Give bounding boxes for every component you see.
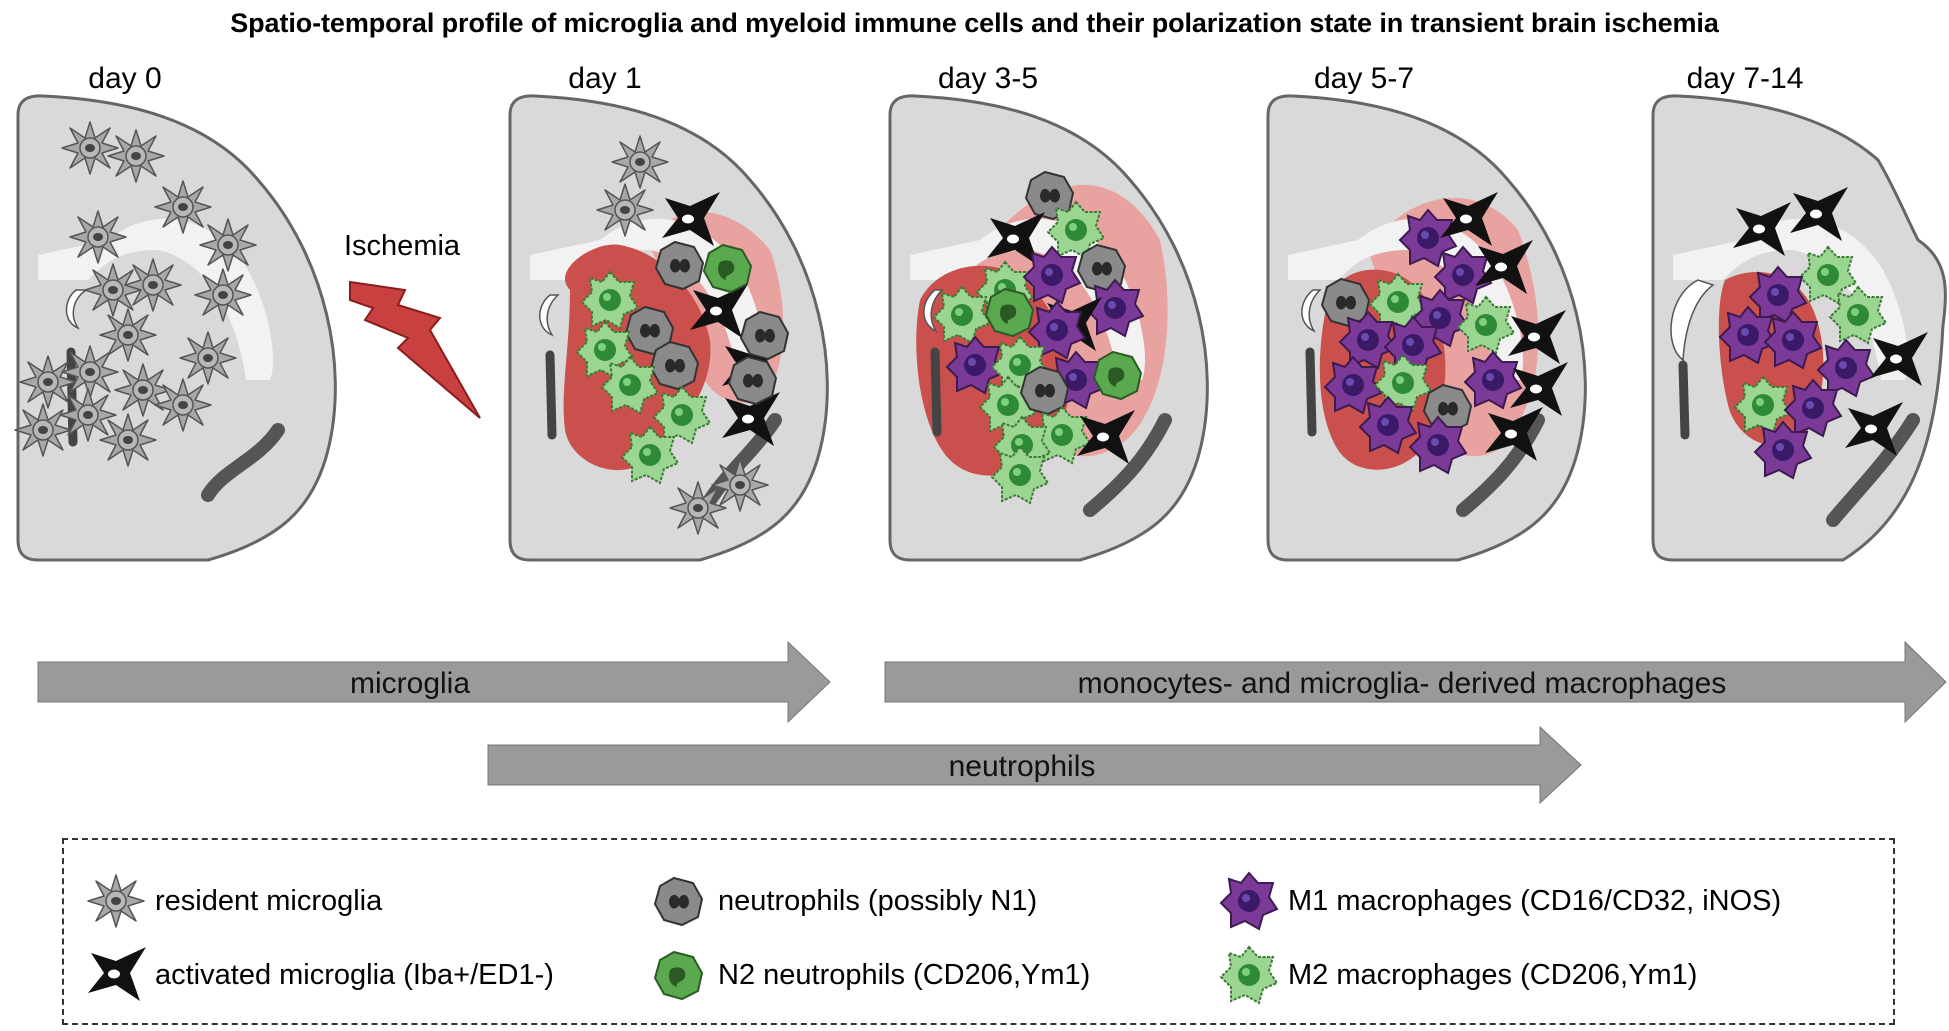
brain-section-day-5-7 [1266,94,1587,562]
ischemia-label: Ischemia [344,230,461,262]
brain-section-day-1 [508,94,829,562]
legend-label-n2-neutrophils: N2 neutrophils (CD206,Ym1) [718,958,1091,991]
legend-neutrophils-n1: neutrophils (possibly N1) [648,870,1037,932]
arrow-neutrophils: neutrophils [487,725,1582,805]
legend-resident-microglia: resident microglia [85,870,382,932]
brain-section-day-7-14 [1651,94,1947,562]
stage-label-day-1: day 1 [568,62,642,95]
ischemia-lightning-icon [349,280,481,419]
neutrophil-n1-icon [654,877,703,926]
arrow-microglia: microglia [37,640,831,724]
legend-label-activated-microglia: activated microglia (Iba+/ED1-) [155,958,554,991]
stage-label-day-3-5: day 3-5 [937,62,1039,95]
legend-activated-microglia: activated microglia (Iba+/ED1-) [85,944,554,1006]
arrow-label-neutrophils: neutrophils [949,750,1096,783]
legend-label-neutrophils-n1: neutrophils (possibly N1) [718,884,1038,917]
arrow-label-macrophages: monocytes- and microglia- derived macrop… [1078,667,1727,700]
arrow-macrophages: monocytes- and microglia- derived macrop… [884,640,1947,724]
legend-label-resident-microglia: resident microglia [155,884,383,917]
stage-label-day-0: day 0 [88,62,162,95]
legend-box [62,838,1895,1025]
stage-label-day-5-7: day 5-7 [1313,62,1415,95]
brain-section-day-0 [14,94,337,562]
figure-title: Spatio-temporal profile of microglia and… [230,8,1719,38]
legend-m2-macrophages: M2 macrophages (CD206,Ym1) [1218,944,1697,1006]
legend-n2-neutrophils: N2 neutrophils (CD206,Ym1) [648,944,1090,1006]
arrow-label-microglia: microglia [350,667,470,700]
resident-microglia-icon [87,874,145,928]
neutrophil-n2-icon [654,951,703,1000]
m2-macrophage-icon [1220,946,1278,1004]
activated-microglia-icon [88,947,146,1001]
legend-label-m2-macrophages: M2 macrophages (CD206,Ym1) [1288,958,1698,991]
m1-macrophage-icon [1220,872,1278,930]
brain-section-day-3-5 [888,94,1209,562]
legend-m1-macrophages: M1 macrophages (CD16/CD32, iNOS) [1218,870,1781,932]
stage-label-day-7-14: day 7-14 [1686,62,1804,95]
legend-label-m1-macrophages: M1 macrophages (CD16/CD32, iNOS) [1288,884,1782,917]
